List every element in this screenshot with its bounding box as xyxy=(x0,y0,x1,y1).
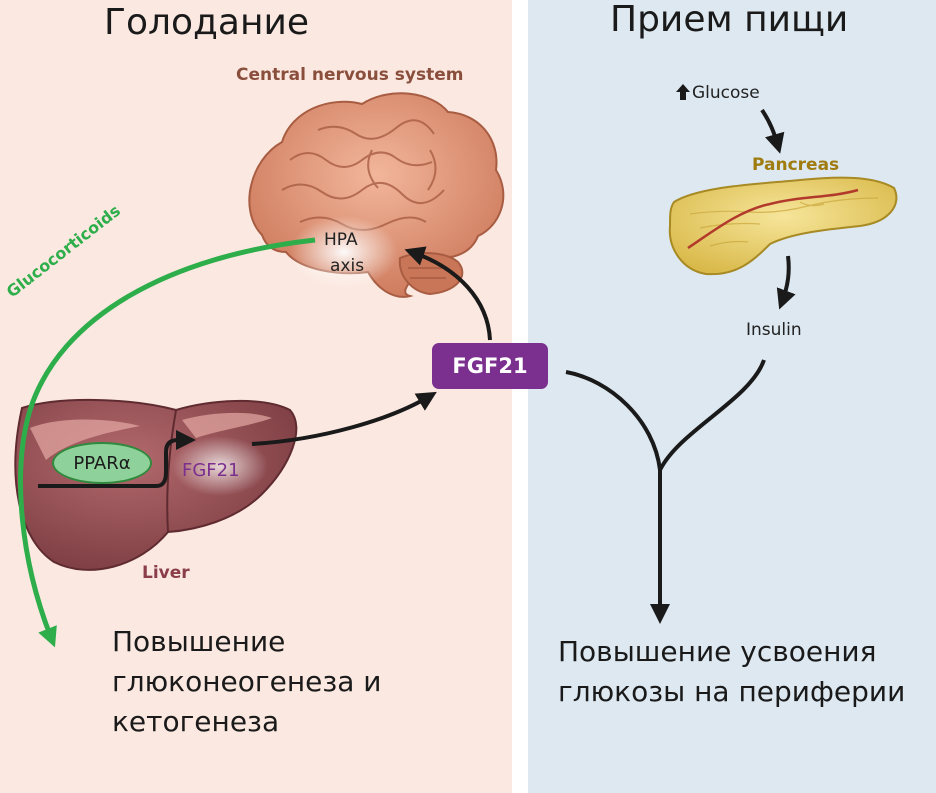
feeding-title: Прием пищи xyxy=(610,0,849,40)
ppar-to-fgf21-arrow xyxy=(38,430,196,488)
right-panel-bg xyxy=(528,0,936,793)
fasting-title: Голодание xyxy=(104,2,310,43)
glucose-label: Glucose xyxy=(692,83,760,103)
glucose-up-arrow-icon xyxy=(676,84,690,100)
fgf21-box: FGF21 xyxy=(432,343,548,389)
glucose-to-pancreas-arrow xyxy=(760,108,785,154)
liver-label: Liver xyxy=(142,563,190,583)
ppar-alpha-badge: PPARα xyxy=(52,442,152,484)
glucocorticoids-arrow xyxy=(18,237,316,648)
pancreas-icon xyxy=(668,176,898,276)
insulin-label: Insulin xyxy=(746,320,802,340)
hpa-label-line2: axis xyxy=(330,256,365,276)
fgf21-merge-branch xyxy=(565,370,662,471)
pancreas-label: Pancreas xyxy=(752,155,840,175)
cns-label: Central nervous system xyxy=(236,65,464,85)
fasting-outcome-text: Повышение глюконеогенеза и кетогенеза xyxy=(112,625,382,738)
hpa-label-line1: HPA xyxy=(324,230,358,250)
pancreas-to-insulin-arrow xyxy=(776,255,796,310)
fgf21-to-hpa-arrow xyxy=(404,246,492,341)
feeding-outcome-text: Повышение усвоения глюкозы на периферии xyxy=(558,635,906,708)
fgf21-liver-label: FGF21 xyxy=(182,460,240,481)
insulin-merge-branch xyxy=(658,359,766,471)
liver-to-fgf21-arrow xyxy=(251,391,437,446)
